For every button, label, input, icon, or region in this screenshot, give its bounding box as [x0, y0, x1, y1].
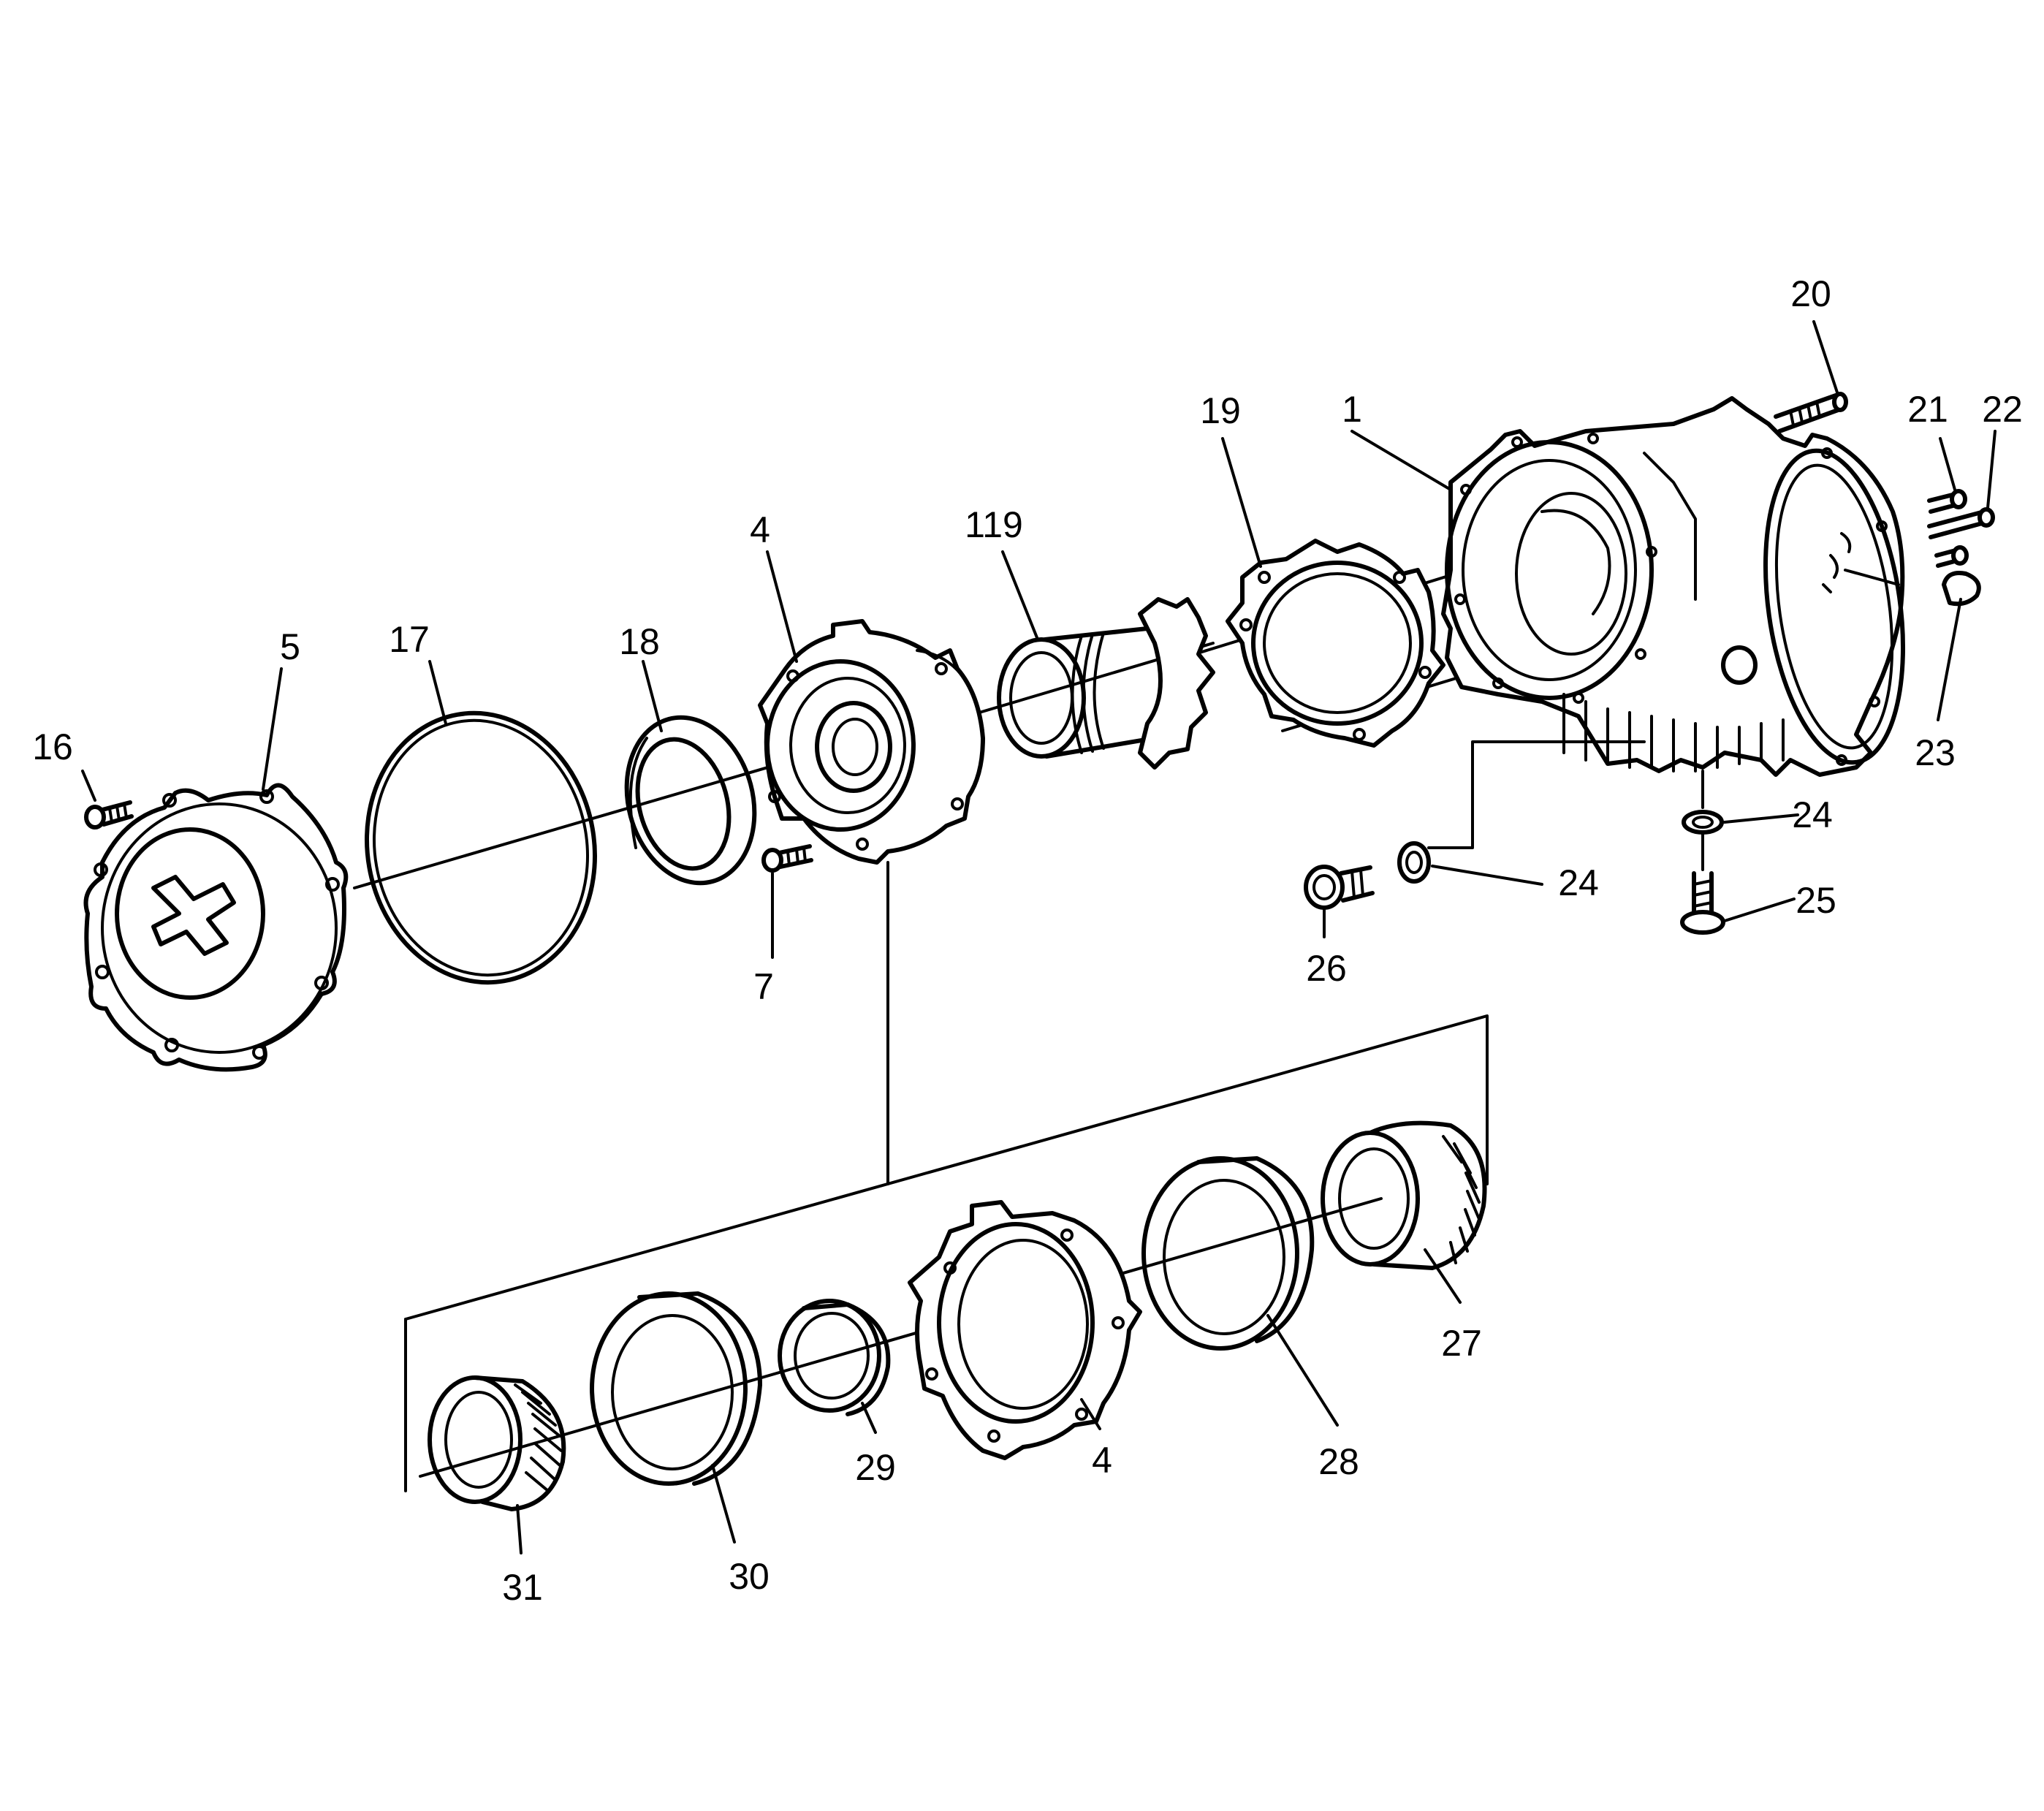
callout-25: 25 — [1796, 880, 1836, 921]
bearing-27 — [1321, 1120, 1487, 1270]
callout-20: 20 — [1790, 273, 1831, 314]
race-29 — [778, 1299, 891, 1416]
seal-18 — [624, 715, 757, 886]
callout-23: 23 — [1915, 732, 1956, 773]
callout-7: 7 — [753, 966, 774, 1007]
shim-19 — [1226, 539, 1445, 748]
callout-5: 5 — [280, 626, 300, 667]
cover-5 — [83, 783, 349, 1072]
callout-119: 119 — [965, 504, 1023, 545]
cup-30 — [590, 1291, 762, 1486]
gear-119 — [997, 597, 1215, 770]
stud-20 — [1774, 392, 1848, 433]
bolts-21-22-clip-23 — [1927, 489, 1995, 607]
callout-24-upper: 24 — [1792, 794, 1833, 835]
callout-28: 28 — [1318, 1441, 1359, 1482]
callout-17: 17 — [389, 619, 430, 660]
callout-22: 22 — [1982, 389, 2023, 430]
cup-28 — [1141, 1156, 1315, 1351]
callout-27: 27 — [1441, 1323, 1482, 1364]
callout-26: 26 — [1306, 948, 1347, 989]
callout-30: 30 — [729, 1556, 770, 1597]
detail-bracket — [404, 861, 1489, 1492]
bolt-16 — [84, 800, 134, 829]
callout-21: 21 — [1907, 389, 1948, 430]
leader-lines — [81, 320, 1996, 1554]
callout-19: 19 — [1200, 390, 1241, 431]
housing-1 — [1441, 396, 1906, 777]
callout-4-bottom: 4 — [1092, 1440, 1112, 1481]
adjuster-4-top — [758, 619, 985, 865]
washer-24-bolt-25 — [1680, 770, 1725, 935]
callout-31: 31 — [502, 1567, 543, 1608]
callout-1: 1 — [1342, 389, 1362, 430]
callout-4-top: 4 — [750, 509, 770, 550]
callout-18: 18 — [619, 621, 660, 662]
bearing-31 — [428, 1375, 566, 1511]
o-ring-17 — [365, 710, 597, 985]
callout-29: 29 — [855, 1447, 896, 1488]
drain-plug-26-washer-24 — [1304, 740, 1646, 910]
callout-16: 16 — [32, 726, 73, 767]
adjuster-4-bottom — [908, 1200, 1142, 1460]
callout-24-lower: 24 — [1558, 862, 1599, 903]
bolt-7 — [761, 844, 813, 873]
